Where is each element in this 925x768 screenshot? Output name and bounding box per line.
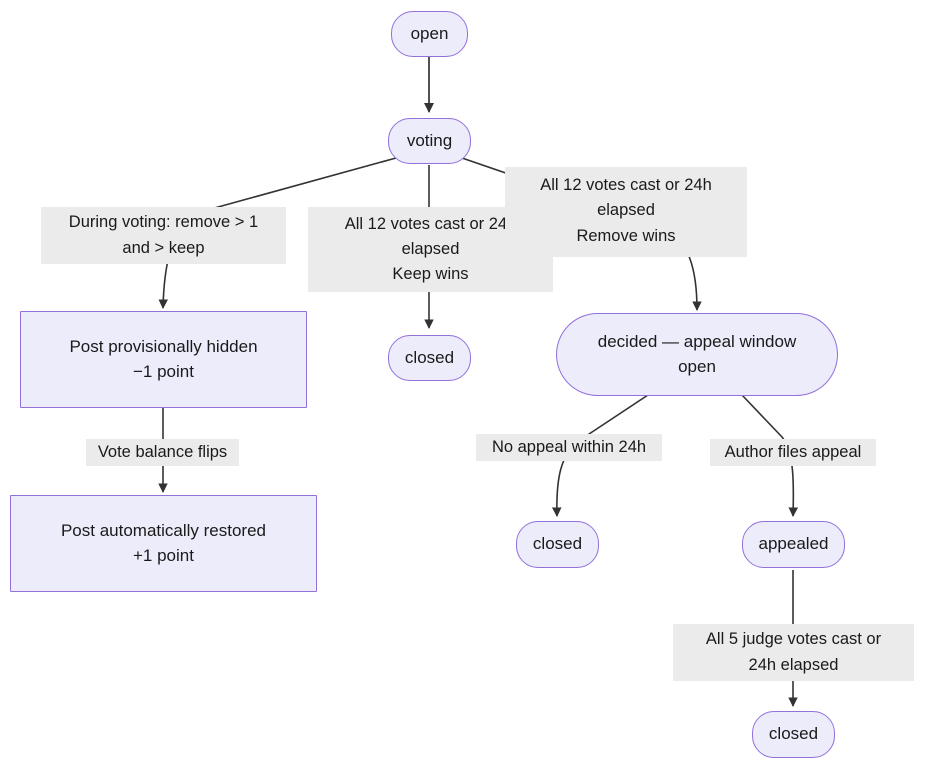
- edge-label-keep-wins-line1: All 12 votes cast or: [344, 214, 489, 233]
- edge-label-vote-balance-flips: Vote balance flips: [86, 439, 239, 466]
- edge-label-author-files-appeal: Author files appeal: [710, 439, 876, 466]
- node-closed-appealed[interactable]: closed: [752, 711, 835, 758]
- edge-label-no-appeal: No appeal within 24h: [476, 434, 662, 461]
- edge-label-judge-votes: All 5 judge votes cast or 24h elapsed: [673, 624, 914, 681]
- edge-label-during-voting: During voting: remove > 1 and > keep: [41, 207, 286, 264]
- edge-label-remove-wins-text: All 12 votes cast or 24h elapsed Remove …: [540, 176, 712, 245]
- node-appealed[interactable]: appealed: [742, 521, 845, 568]
- node-closed-keep[interactable]: closed: [388, 335, 471, 381]
- edge-label-keep-wins-rest: elapsed Keep wins: [392, 239, 469, 284]
- node-decided-appeal-window-open[interactable]: decided — appeal window open: [556, 313, 838, 396]
- node-closed-no-appeal[interactable]: closed: [516, 521, 599, 568]
- node-post-automatically-restored[interactable]: Post automatically restored +1 point: [10, 495, 317, 592]
- node-post-provisionally-hidden[interactable]: Post provisionally hidden −1 point: [20, 311, 307, 408]
- node-open[interactable]: open: [391, 11, 468, 57]
- node-voting[interactable]: voting: [388, 118, 471, 164]
